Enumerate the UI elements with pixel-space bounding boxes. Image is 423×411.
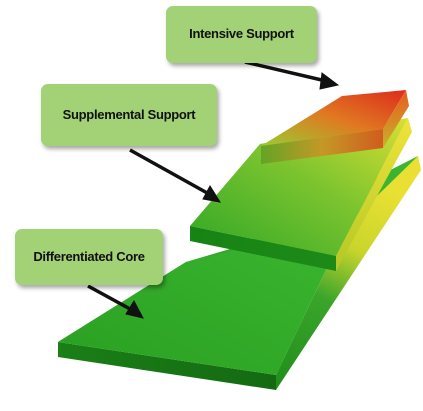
arrow-supplemental-head — [202, 185, 222, 203]
tier-intensive-front-face — [261, 129, 383, 164]
tier-intensive — [261, 90, 409, 164]
arrows — [87, 60, 340, 319]
tier-core-right-side — [276, 156, 421, 390]
tier-supplemental — [190, 118, 412, 271]
label-box-supplemental: Supplemental Support — [41, 84, 217, 146]
tier-intensive-right-side — [383, 90, 409, 148]
tier-supplemental-right-side — [336, 118, 412, 271]
tier-supplemental-front-face — [190, 226, 336, 271]
label-box-intensive: Intensive Support — [166, 6, 317, 63]
label-box-core: Differentiated Core — [15, 229, 163, 285]
arrow-supplemental — [129, 148, 210, 196]
tier-supplemental-top-face — [190, 118, 408, 256]
tier-core-front-face — [58, 342, 276, 390]
arrow-intensive-head — [319, 72, 340, 90]
tier-intensive-top-face — [261, 90, 406, 146]
tier-core-top-front-wedge — [58, 224, 348, 375]
arrow-core — [87, 284, 131, 311]
label-intensive-text: Intensive Support — [189, 26, 294, 42]
arrow-core-head — [125, 299, 144, 319]
arrow-intensive — [244, 60, 327, 83]
label-supplemental-text: Supplemental Support — [62, 106, 196, 122]
label-core-text: Differentiated Core — [33, 248, 145, 264]
